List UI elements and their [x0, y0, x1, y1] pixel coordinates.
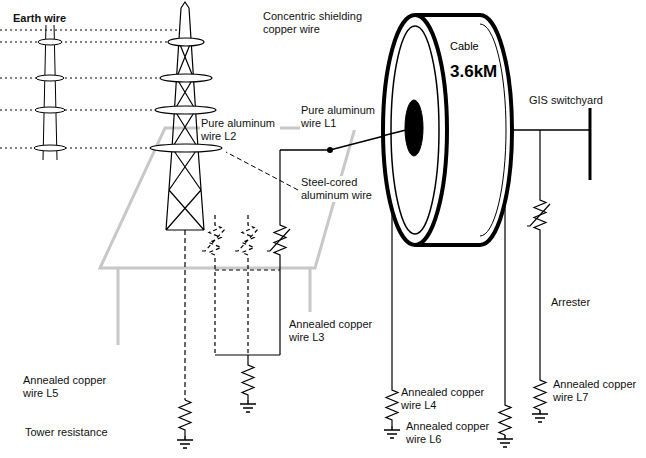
part-label: Annealed copper wire L3 — [288, 318, 383, 344]
part-label: Steel-cored aluminum wire — [300, 176, 380, 202]
leader-line — [226, 152, 298, 190]
cable-part — [480, 24, 506, 236]
resistor-symbol — [179, 400, 191, 436]
part-label: Pure aluminum wire L1 — [300, 104, 380, 130]
crossarm — [168, 38, 204, 46]
cable-part — [391, 26, 439, 234]
label-holder: Arrester — [550, 292, 630, 310]
distant-crossarm — [35, 107, 65, 113]
distant-crossarm — [38, 39, 62, 45]
resistor-symbol — [215, 355, 280, 400]
ground-symbol — [177, 400, 548, 448]
label-holder: Annealed copper wire L4 — [400, 386, 492, 413]
transmission-tower — [166, 2, 204, 230]
label-holder: Pure aluminum wire L1 — [300, 104, 380, 131]
label-holder: Pure aluminum wire L2 — [200, 117, 280, 144]
crossarm — [160, 74, 212, 82]
part-label: Annealed copper wire L4 — [400, 386, 492, 412]
gis-connection — [512, 129, 590, 131]
part-label: Annealed copper wire L7 — [552, 378, 640, 404]
label-holder: Annealed copper wire L6 — [405, 420, 495, 447]
arrester-symbol — [274, 150, 286, 355]
label-holder: Annealed copper wire L3 — [288, 318, 383, 345]
distant-crossarm — [34, 145, 66, 151]
part-label: Arrester — [550, 296, 591, 309]
tower-ground-wire — [184, 230, 185, 400]
cable-name: Cable — [450, 40, 497, 52]
arrester-arrow — [267, 229, 290, 251]
part-label: Annealed copper wire L6 — [405, 420, 495, 446]
ground-leg — [118, 268, 310, 345]
part-label: Pure aluminum wire L2 — [200, 117, 280, 143]
label-holder: Earth wire — [12, 8, 102, 26]
wire-name: Earth wire — [12, 12, 67, 25]
cable-part — [405, 100, 423, 156]
part-label: GIS switchyard — [528, 94, 604, 107]
distant-crossarm — [36, 75, 64, 81]
label-holder: Tower resistance — [24, 422, 136, 440]
part-label: Annealed copper wire L5 — [22, 374, 117, 400]
label-holder: GIS switchyard — [528, 90, 638, 108]
cable-length: 3.6kM — [450, 62, 497, 82]
resistor-symbol — [386, 210, 398, 426]
optional-arrester — [202, 215, 280, 355]
label-holder: Steel-cored aluminum wire — [300, 176, 380, 203]
gis-busbar — [589, 108, 592, 180]
junction-dot — [327, 147, 333, 153]
cable-part — [383, 15, 447, 245]
crossarm — [150, 144, 222, 152]
cable-text-group: Cable 3.6kM — [450, 40, 497, 82]
overhead-line — [0, 30, 179, 148]
arrester-arrow — [527, 204, 550, 226]
part-label: Concentric shielding copper wire — [262, 10, 372, 36]
cable-outline — [380, 12, 516, 248]
label-holder: Concentric shielding copper wire — [262, 10, 372, 37]
cable-cylinder: Cable 3.6kM — [380, 12, 516, 248]
label-holder: Annealed copper wire L7 — [552, 378, 640, 405]
part-label: Tower resistance — [24, 426, 109, 439]
crossarm — [155, 106, 216, 114]
label-holder: Annealed copper wire L5 — [22, 374, 117, 401]
arrester-symbol — [534, 130, 546, 410]
resistor-symbol — [499, 202, 511, 435]
